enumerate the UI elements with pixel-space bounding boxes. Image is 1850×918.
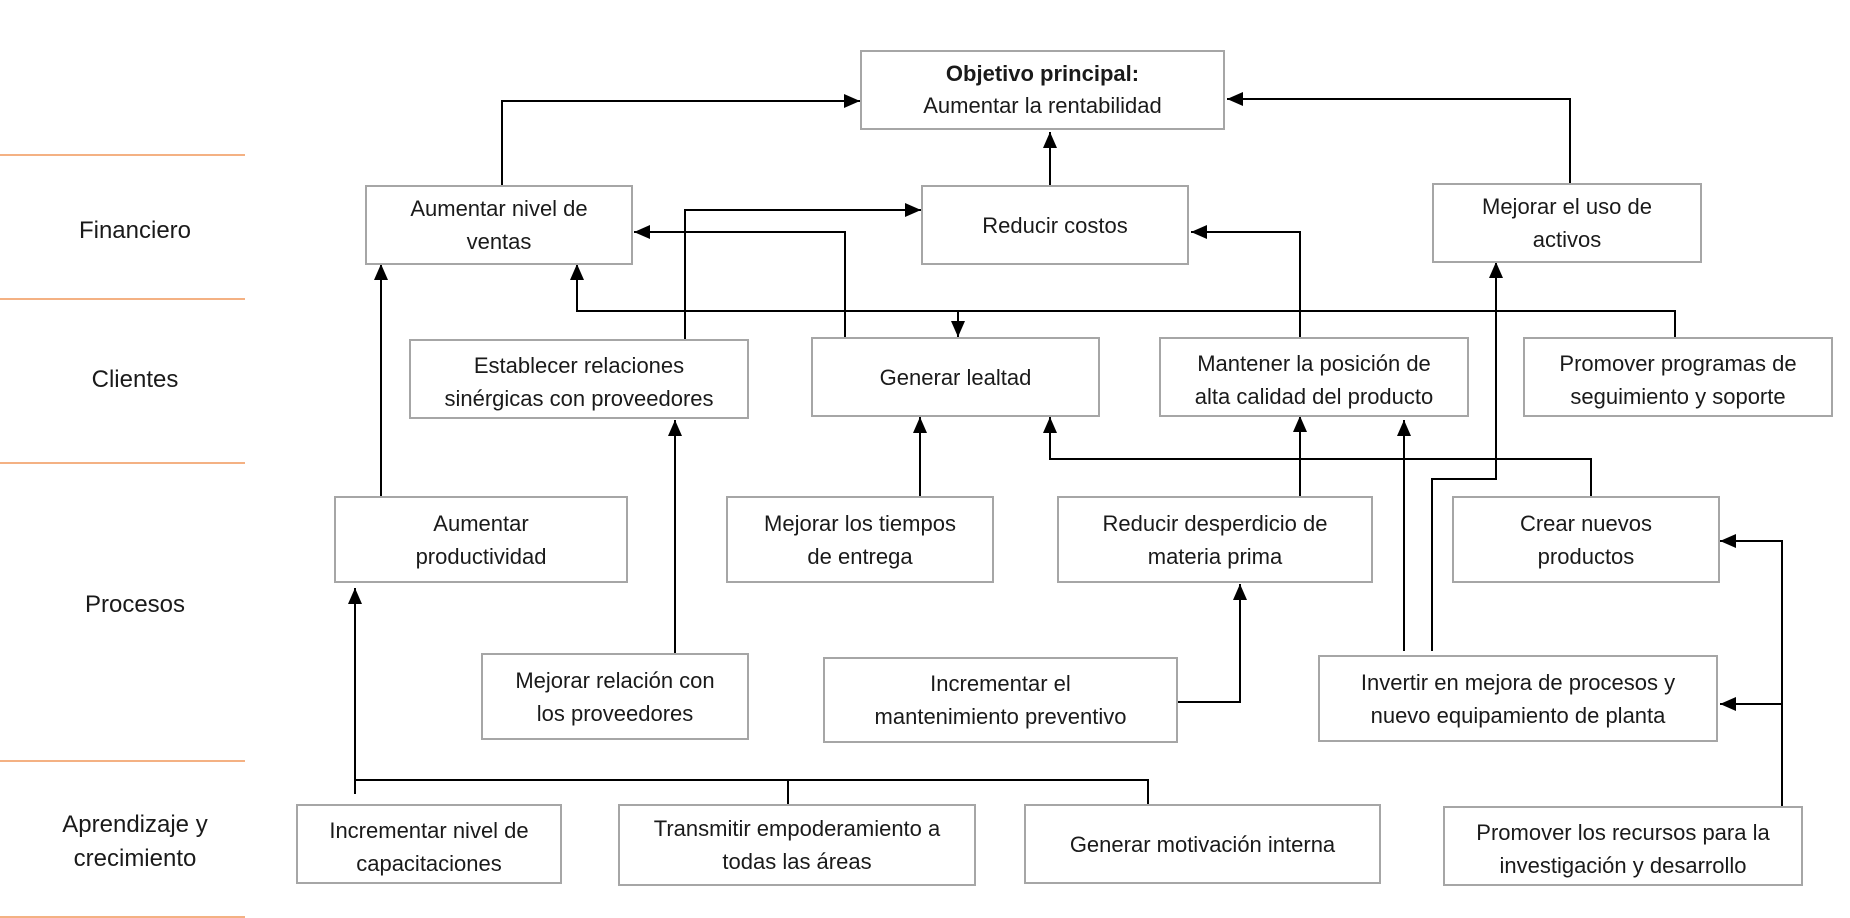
lane-label-clientes: Clientes — [91, 366, 179, 393]
objective-aumentar-productividad: Aumentar productividad — [334, 496, 628, 583]
connector-lealtad-ventas — [634, 225, 846, 339]
lane-separator — [0, 760, 245, 762]
objective-recursos-id: Promover los recursos para la investigac… — [1443, 806, 1803, 886]
lane-separator — [0, 154, 245, 156]
objective-reducir-costos: Reducir costos — [921, 185, 1189, 265]
connector-inversion-activos — [1431, 262, 1503, 651]
connector-activos-goal — [1227, 92, 1571, 183]
lane-label-procesos: Procesos — [84, 591, 186, 618]
objective-mantenimiento-preventivo: Incrementar el mantenimiento preventivo — [823, 657, 1178, 743]
objective-programas-seguimiento: Promover programas de seguimiento y sopo… — [1523, 337, 1833, 417]
lane-label-aprendizaje: Aprendizaje y crecimiento — [62, 811, 208, 872]
main-objective-box: Objetivo principal: Aumentar la rentabil… — [860, 50, 1225, 130]
lane-separator — [0, 462, 245, 464]
main-objective-text: Aumentar la rentabilidad — [923, 93, 1162, 118]
objective-mantener-calidad: Mantener la posición de alta calidad del… — [1159, 337, 1469, 417]
lane-separator — [0, 298, 245, 300]
connector-calidad-costos — [1191, 225, 1301, 337]
objective-motivacion: Generar motivación interna — [1024, 804, 1381, 884]
connector-seguimiento-ventas — [570, 264, 1676, 337]
connector-recursos-productos — [1720, 534, 1783, 806]
objective-empoderamiento: Transmitir empoderamiento a todas las ár… — [618, 804, 976, 886]
main-objective-title: Objetivo principal: — [945, 61, 1140, 86]
objective-invertir-mejora: Invertir en mejora de procesos y nuevo e… — [1318, 655, 1718, 742]
objective-tiempos-entrega: Mejorar los tiempos de entrega — [726, 496, 994, 583]
connector-productos-lealtad — [1043, 417, 1592, 496]
objective-capacitaciones: Incrementar nivel de capacitaciones — [296, 804, 562, 884]
objective-aumentar-ventas: Aumentar nivel de ventas — [365, 185, 633, 265]
connector-ventas-goal — [501, 94, 860, 185]
connector-mantenimiento-desperdicio — [1178, 584, 1247, 703]
connector-sinergicas-costos — [684, 203, 921, 339]
objective-reducir-desperdicio: Reducir desperdicio de materia prima — [1057, 496, 1373, 583]
objective-generar-lealtad: Generar lealtad — [811, 337, 1100, 417]
objective-mejorar-activos: Mejorar el uso de activos — [1432, 183, 1702, 263]
objective-relacion-proveedores: Mejorar relación con los proveedores — [481, 653, 749, 740]
objective-relaciones-sinergicas: Establecer relaciones sinérgicas con pro… — [409, 339, 749, 419]
lane-label-financiero: Financiero — [78, 217, 192, 244]
objective-crear-productos: Crear nuevos productos — [1452, 496, 1720, 583]
